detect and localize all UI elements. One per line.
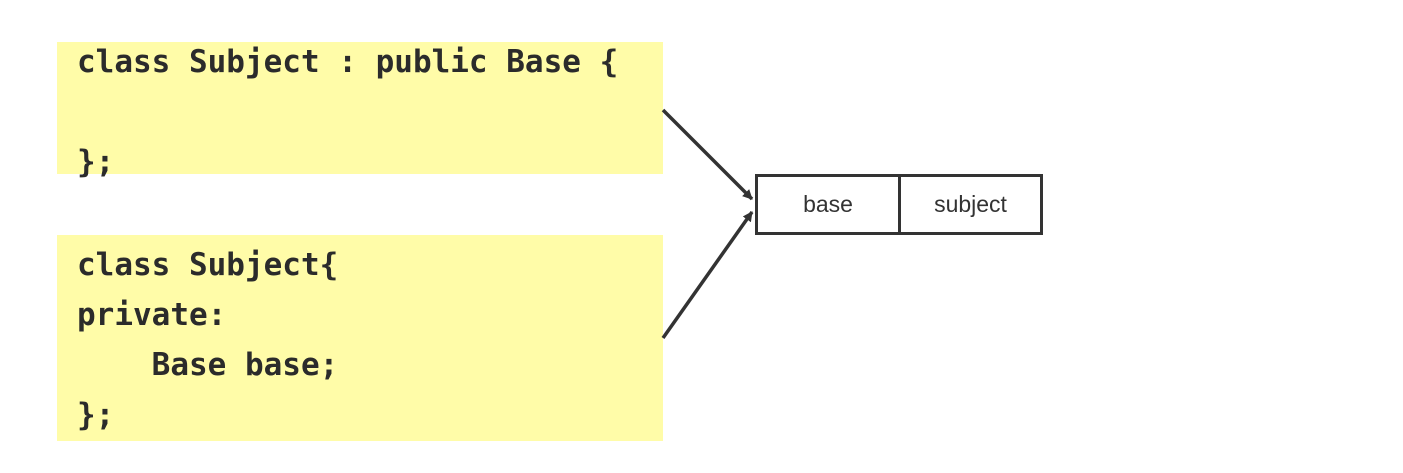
code-line: };	[77, 397, 115, 433]
code-line: Base base;	[77, 347, 339, 383]
code-line: class Subject : public Base {	[77, 44, 619, 80]
memory-cell-subject: subject	[898, 174, 1043, 235]
arrow-from-composition	[661, 210, 754, 340]
code-line: };	[77, 144, 115, 180]
composition-code: class Subject{ private: Base base; };	[77, 240, 338, 440]
memory-cell-base: base	[755, 174, 901, 235]
code-line: class Subject{	[77, 247, 339, 283]
composition-code-note: class Subject{ private: Base base; };	[57, 235, 663, 441]
code-line: private:	[77, 297, 227, 333]
inheritance-code-note: class Subject : public Base { };	[57, 42, 663, 180]
arrow-from-inheritance	[661, 108, 754, 201]
inheritance-code: class Subject : public Base { };	[77, 37, 618, 187]
